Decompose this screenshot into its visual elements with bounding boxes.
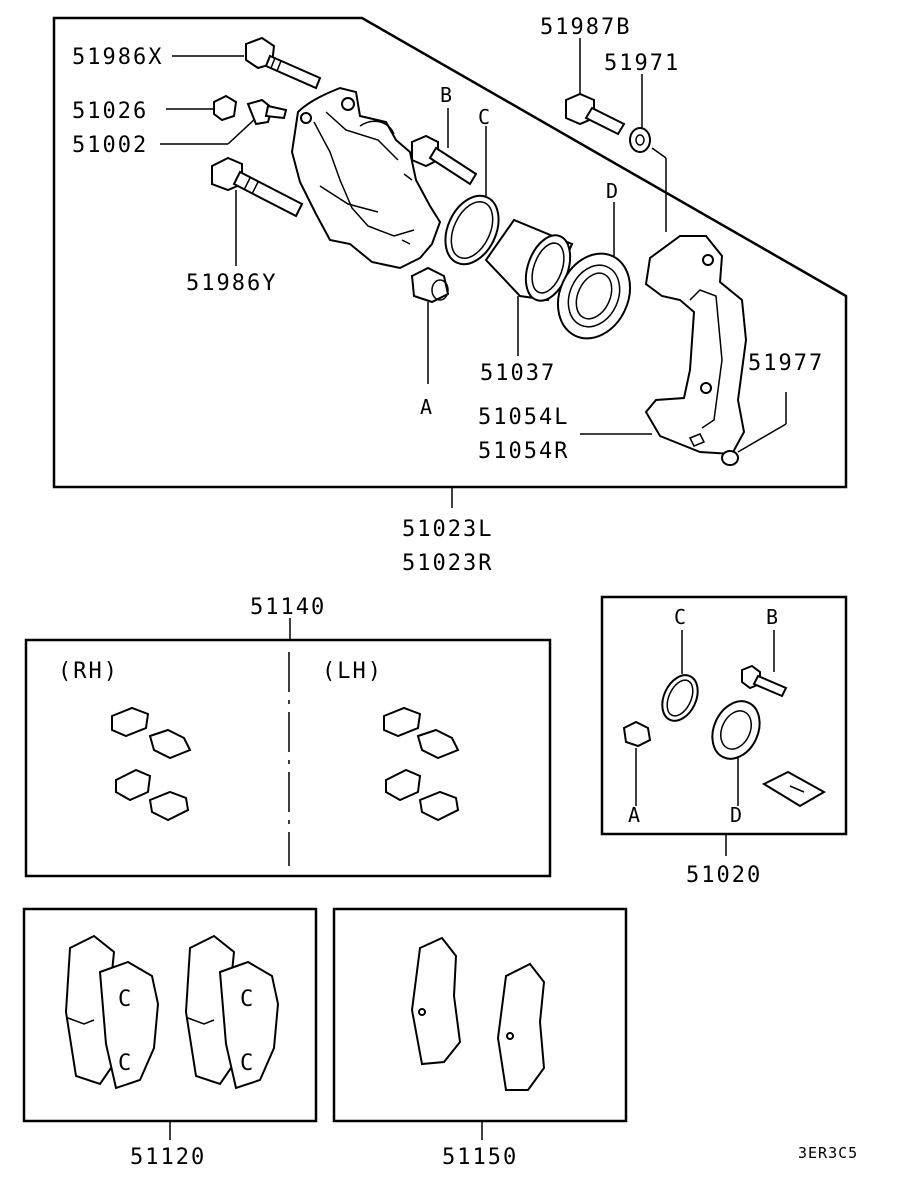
label-51037: 51037 xyxy=(480,361,556,386)
guide-pin-upper-icon xyxy=(245,36,322,90)
o-ring-icon xyxy=(721,450,739,466)
caliper-assembly-frame xyxy=(52,16,848,489)
seal-kit-frame xyxy=(600,595,848,836)
label-51002: 51002 xyxy=(72,133,148,158)
letter-c-kit: C xyxy=(674,605,686,629)
dust-boot-icon xyxy=(557,252,631,340)
label-51150: 51150 xyxy=(442,1145,518,1170)
diagram-code: 3ER3C5 xyxy=(798,1144,858,1162)
guide-bolt-b-icon xyxy=(411,134,478,186)
clip-set-rh-icon xyxy=(111,706,192,822)
rh-label: (RH) xyxy=(58,659,119,684)
letter-d-kit: D xyxy=(730,803,742,827)
letter-a-main: A xyxy=(420,395,432,419)
svg-text:C: C xyxy=(118,987,133,1012)
label-51971: 51971 xyxy=(604,51,680,76)
label-51054R: 51054R xyxy=(478,439,569,464)
letter-b-kit: B xyxy=(766,605,778,629)
kit-dust-boot-icon xyxy=(711,700,761,760)
svg-text:C: C xyxy=(240,1051,255,1076)
anti-squeal-shim-left-icon xyxy=(410,936,462,1066)
lh-label: (LH) xyxy=(322,659,383,684)
piston-seal-ring-icon xyxy=(444,194,500,266)
bleeder-screw-icon xyxy=(246,98,288,126)
anti-squeal-shim-right-icon xyxy=(496,962,546,1091)
letter-d-main: D xyxy=(606,179,618,203)
piston-icon xyxy=(484,218,574,302)
shim-frame xyxy=(332,907,628,1123)
label-51026: 51026 xyxy=(72,99,148,124)
letter-c-main: C xyxy=(478,105,490,129)
brake-pad-pair-right-icon: C C xyxy=(184,934,280,1090)
label-51987B: 51987B xyxy=(540,15,631,40)
clip-kit-frame xyxy=(24,638,552,878)
brake-pad-pair-left-icon: C C xyxy=(64,934,160,1090)
clip-set-lh-icon xyxy=(383,706,460,822)
kit-guide-bolt-icon xyxy=(741,664,788,698)
kit-bushing-icon xyxy=(622,720,652,748)
label-51986Y: 51986Y xyxy=(186,271,277,296)
label-51140: 51140 xyxy=(250,595,326,620)
label-51977: 51977 xyxy=(748,351,824,376)
label-51986X: 51986X xyxy=(72,45,163,70)
svg-text:C: C xyxy=(240,987,255,1012)
svg-text:C: C xyxy=(118,1051,133,1076)
caliper-body-icon xyxy=(290,86,442,270)
guide-pin-lower-icon xyxy=(211,156,304,218)
caliper-support-bracket-icon xyxy=(644,235,748,456)
grease-packet-icon xyxy=(761,770,827,808)
bleeder-cap-icon xyxy=(213,94,238,122)
letter-b-main: B xyxy=(440,83,452,107)
washer-icon xyxy=(629,127,651,153)
letter-a-kit: A xyxy=(628,803,640,827)
label-51023L: 51023L xyxy=(402,517,493,542)
label-51054L: 51054L xyxy=(478,405,569,430)
label-51120: 51120 xyxy=(130,1145,206,1170)
mounting-bolt-icon xyxy=(565,92,626,136)
label-51023R: 51023R xyxy=(402,551,493,576)
bushing-a-icon xyxy=(410,266,450,304)
label-51020: 51020 xyxy=(686,863,762,888)
kit-seal-ring-icon xyxy=(661,674,699,722)
